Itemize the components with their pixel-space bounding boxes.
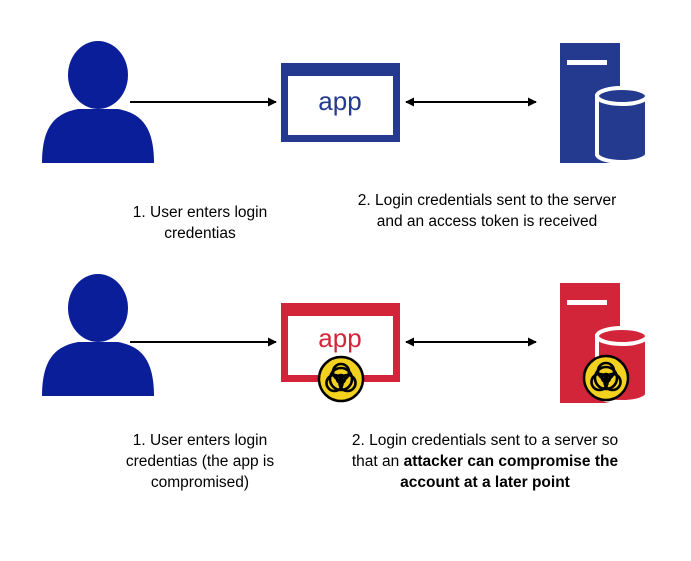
- top-server-caption: 2. Login credentials sent to the server …: [357, 192, 617, 230]
- app-biohazard-icon: [317, 355, 365, 403]
- bottom-server-caption-bold: attacker can compromise the account at a…: [400, 453, 619, 491]
- top-app-window-icon: app: [281, 63, 400, 142]
- bottom-user-caption: 1. User enters login credentias (the app…: [125, 432, 275, 491]
- top-server-database-icon: [560, 43, 649, 164]
- bottom-app-window-icon: app: [281, 303, 400, 382]
- bottom-server-caption: 2. Login credentials sent to a server so…: [340, 430, 630, 493]
- bottom-server-caption-plain: 2. Login credentials sent to a server so…: [351, 432, 619, 470]
- server-biohazard-icon: [582, 354, 630, 402]
- top-user-caption: 1. User enters login credentias: [132, 204, 268, 242]
- bottom-user-icon: [42, 274, 154, 396]
- bottom-app-label: app: [318, 323, 361, 353]
- top-app-label: app: [318, 86, 361, 116]
